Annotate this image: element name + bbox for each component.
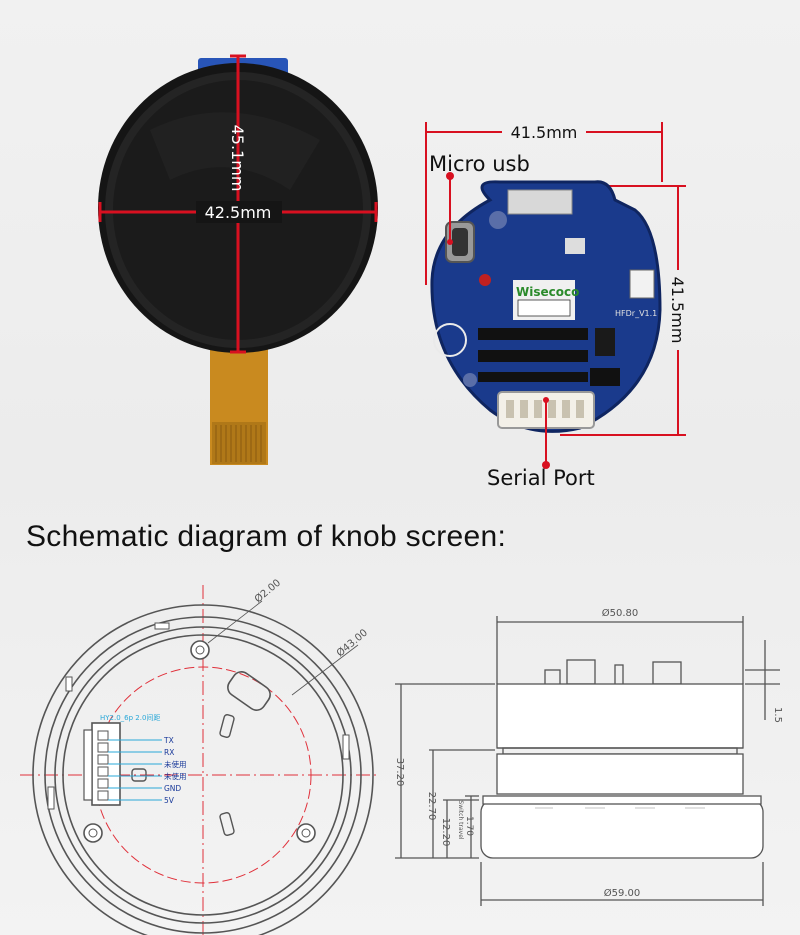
screen-width-label: 42.5mm (205, 203, 272, 222)
outer-diameter-label: Ø43.00 (334, 627, 370, 660)
step-height-label: 1.70 (464, 816, 474, 836)
pin-label: 未使用 (164, 759, 187, 769)
base-height-label: 12.20 (440, 818, 451, 847)
right-dim-label: 1.5 (772, 707, 783, 723)
top-width-label: Ø50.80 (602, 607, 639, 619)
section-heading: Schematic diagram of knob screen: (26, 520, 507, 553)
schematic-front-view: HY2.0_6p 2.0间距 TX RX 未使用 未使用 GND 5V Ø2.0… (20, 577, 380, 935)
micro-usb-label: Micro usb (429, 152, 530, 176)
round-screen-figure: 42.5mm 45.1mm (98, 54, 378, 465)
mid-height-label: 22.70 (426, 792, 437, 821)
schematic-side-view: Ø50.80 Ø59.00 37.20 22.70 12.20 1.70 Swi… (394, 607, 783, 906)
pin-label: RX (164, 748, 174, 757)
serial-port-label: Serial Port (487, 466, 595, 490)
connector-title: HY2.0_6p 2.0间距 (100, 714, 160, 722)
base-block (480, 799, 764, 859)
pcb-brand-text: Wisecoco (516, 285, 579, 299)
pin-label: GND (164, 784, 181, 793)
bottom-width-label: Ø59.00 (604, 887, 641, 899)
pcb-silk-text: HFDr_V1.1 (615, 309, 657, 318)
total-height-label: 37.20 (394, 758, 405, 787)
mount-hole (83, 823, 103, 843)
mount-hole (190, 640, 210, 660)
screen-height-label: 45.1mm (228, 125, 247, 192)
board-top-dim-label: 41.5mm (511, 123, 578, 142)
pin-label: TX (163, 736, 174, 745)
pcb-board-figure: 41.5mm 41.5mm Wisecoco HFDr_V1.1 (425, 122, 687, 469)
switch-note: Switch travel (457, 800, 464, 839)
middle-band (496, 753, 744, 795)
pin-label: 5V (164, 796, 175, 805)
hole-diameter-label: Ø2.00 (252, 577, 283, 606)
board-side-dim-label: 41.5mm (668, 277, 687, 344)
mount-hole (296, 823, 316, 843)
pin-label: 未使用 (164, 771, 187, 781)
outer-ring (32, 604, 374, 935)
top-block (496, 683, 744, 749)
